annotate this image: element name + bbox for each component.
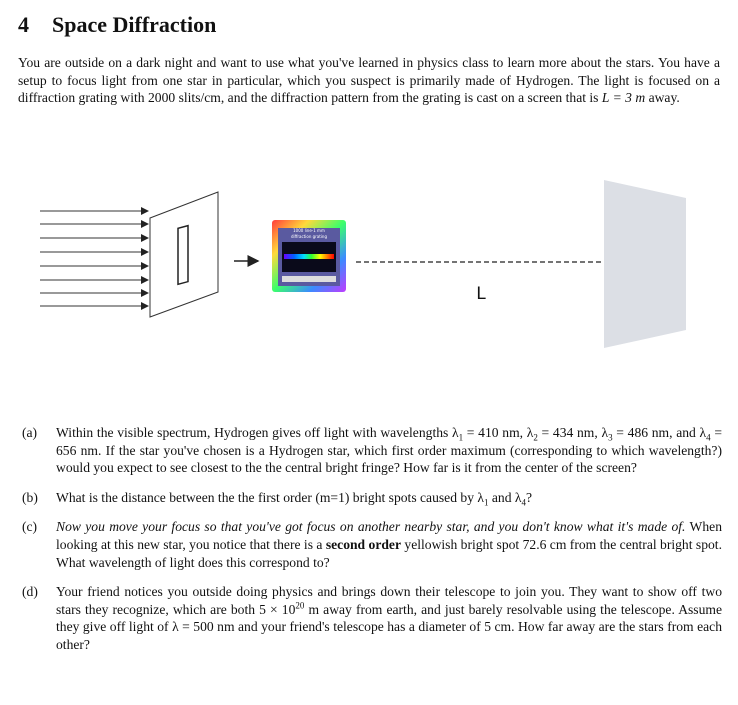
part-a-text: = 486 nm, and λ [612,425,707,440]
question-part-b: (b) What is the distance between the the… [22,489,722,507]
part-a-text: Within the visible spectrum, Hydrogen gi… [56,425,459,440]
subscript: 3 [608,432,613,443]
diffraction-setup-figure: ☆ ☆ ☆ ☆ ☆ ☆ ★ ☆ ☆ ☆ ☆ ☆ 1000 line-1 mm d… [40,180,686,348]
subscript: 1 [458,432,464,443]
question-part-c: (c) Now you move your focus so that you'… [22,518,722,571]
section-number: 4 [18,12,29,37]
part-d-text: m away from earth, and just barely resol… [56,601,722,652]
subscript: 4 [521,497,527,508]
part-c-text: yellowish bright spot 72.6 cm from the c… [56,536,722,570]
grating-caption-1: 1000 line-1 mm [293,228,325,233]
part-a-text: = 410 nm, λ [463,425,534,440]
part-c-text: When looking at this new star, you notic… [56,519,722,552]
part-a-text: = 434 nm, λ [537,425,609,440]
section-heading: 4 Space Diffraction [18,12,216,38]
vertical-slit [177,224,189,286]
part-d-text: Your friend notices you outside doing ph… [56,584,722,617]
part-a-text: = 656 nm. If the star you've chosen is a… [56,425,723,476]
part-c-bold-text: second order [325,536,401,552]
projection-screen [604,180,686,348]
intro-paragraph: You are outside on a dark night and want… [18,54,720,107]
part-label: (c) [22,519,38,535]
question-parts: (a) Within the visible spectrum, Hydroge… [22,424,722,666]
part-b-text: What is the distance between the the fir… [56,489,484,505]
part-b-text: ? [526,489,533,505]
part-b-text: and λ [488,489,522,505]
intro-text-2: away. [645,90,680,106]
intro-text-1: You are outside on a dark night and want… [18,55,720,106]
part-c-italic-text: Now you move your focus so that you've g… [56,519,686,535]
part-label: (b) [22,489,38,505]
part-label: (a) [22,425,38,440]
question-part-d: (d) Your friend notices you outside doin… [22,583,722,653]
incoming-light-arrows [40,207,149,310]
subscript: 1 [484,497,489,508]
part-label: (d) [22,584,38,600]
superscript: 20 [295,600,305,611]
slit-panel: ☆ ☆ ☆ ☆ ☆ ☆ ★ ☆ ☆ ☆ ☆ ☆ [149,191,219,318]
section-title: Space Diffraction [52,12,217,37]
spectrum-band [284,254,334,259]
intro-distance-equation: L = 3 m [601,90,646,106]
subscript: 4 [706,432,711,443]
diffraction-grating-slide: 1000 line-1 mm diffraction grating [272,220,346,292]
distance-label: L [476,284,486,304]
question-part-a: (a) Within the visible spectrum, Hydroge… [22,424,722,477]
subscript: 2 [533,432,538,443]
grating-caption-2: diffraction grating [291,234,327,239]
